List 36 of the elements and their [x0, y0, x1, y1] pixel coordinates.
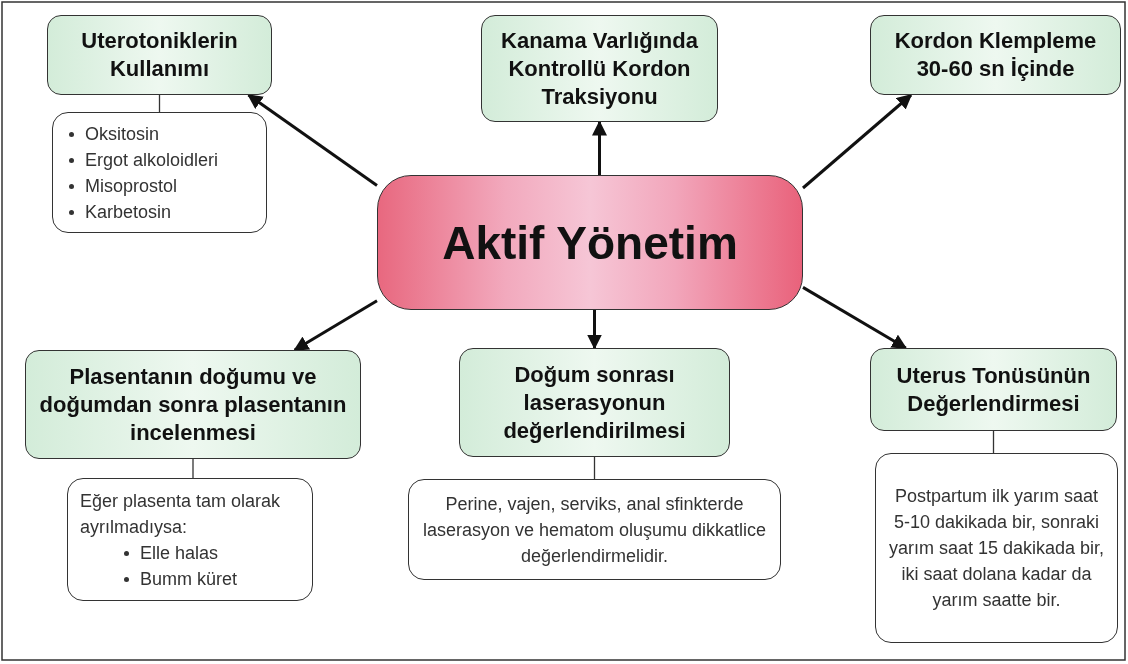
note-box	[875, 453, 1118, 643]
list-item-text: Karbetosin	[85, 201, 172, 222]
central-topic: Aktif Yönetim	[442, 215, 738, 270]
topic-heading: Kordon Klempleme 30-60 sn İçinde	[893, 27, 1098, 83]
topic-heading: Uterus Tonüsünün Değerlendirmesi	[895, 361, 1092, 418]
connector-line	[992, 430, 995, 454]
topic-heading: Plasentanın doğumu ve doğumdan sonra plasentanın incelenmesi	[38, 362, 348, 447]
central-topic-box	[377, 175, 803, 310]
topic-box	[25, 350, 361, 459]
topic-box	[459, 348, 730, 457]
arrow	[802, 93, 913, 190]
topic-heading: Kanama Varlığında Kontrollü Kordon Traksiyonu	[500, 26, 699, 111]
connector-line	[593, 456, 596, 480]
topic-box	[47, 15, 272, 95]
note-text: Eğer plasenta tam olarak ayrılmadıysa:	[80, 489, 282, 539]
topic-box	[481, 15, 718, 122]
list-item-text: Elle halas	[140, 542, 219, 563]
list-item-text: Bumm küret	[140, 568, 238, 589]
arrow	[247, 93, 378, 187]
note-box	[52, 112, 267, 233]
arrow	[293, 299, 378, 352]
connector-line	[192, 458, 194, 479]
topic-box	[870, 15, 1121, 95]
list-item-text: Misoprostol	[85, 175, 178, 196]
arrow	[802, 286, 908, 350]
arrow	[592, 120, 607, 175]
note-box	[408, 479, 781, 580]
note-text: Perine, vajen, serviks, anal sfinkterde laserasyon ve hematom oluşumu dikkatlice değerlendirmelidir.	[421, 492, 768, 568]
topic-box	[870, 348, 1117, 431]
note-text: Postpartum ilk yarım saat 5-10 dakikada bir, sonraki yarım saat 15 dakikada bir, iki saat dolana kadar da yarım saatte bir.	[888, 485, 1105, 612]
list-item-text: Oksitosin	[85, 123, 160, 144]
list-item-text: Ergot alkoloidleri	[85, 149, 219, 170]
note-box	[67, 478, 313, 601]
arrow	[587, 310, 602, 350]
topic-heading: Doğum sonrası laserasyonun değerlendirilmesi	[502, 360, 687, 445]
topic-heading: Uterotoniklerin Kullanımı	[80, 27, 239, 83]
